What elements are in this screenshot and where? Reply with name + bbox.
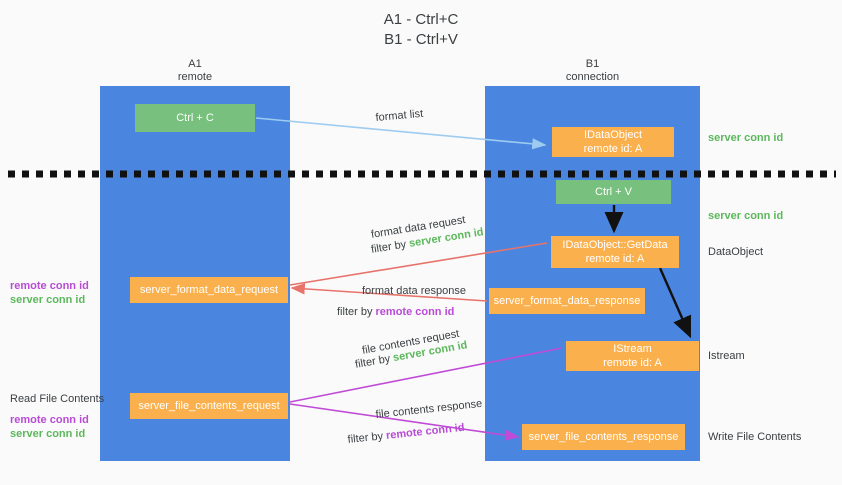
node-server-format-data-request-label: server_format_data_request bbox=[139, 284, 279, 296]
side-label-server-conn-id-middle: server conn id bbox=[708, 210, 784, 222]
node-server-format-data-response-label: server_format_data_response bbox=[493, 295, 641, 307]
column-b1-name: B1 bbox=[585, 58, 600, 70]
column-b1-role: connection bbox=[565, 71, 620, 83]
node-server-format-data-response[interactable]: server_format_data_response bbox=[489, 288, 645, 314]
node-getdata-line-2: remote id: A bbox=[585, 253, 645, 265]
node-server-file-contents-request[interactable]: server_file_contents_request bbox=[130, 393, 288, 419]
side-label-istream: Istream bbox=[708, 350, 745, 362]
edge-label-file-contents-response: file contents response bbox=[375, 397, 483, 421]
node-ctrl-c[interactable]: Ctrl + C bbox=[135, 104, 255, 132]
node-idataobject-line-1: IDataObject bbox=[583, 129, 643, 141]
node-getdata-line-1: IDataObject::GetData bbox=[562, 239, 668, 251]
node-server-file-contents-response-label: server_file_contents_response bbox=[528, 431, 679, 443]
node-istream[interactable]: IStream remote id: A bbox=[566, 341, 699, 371]
remote-conn-id-keyword-2: remote conn id bbox=[385, 421, 466, 442]
side-label-server-conn-id-top: server conn id bbox=[708, 132, 784, 144]
node-server-file-contents-request-label: server_file_contents_request bbox=[138, 400, 280, 412]
side-label-dataobject: DataObject bbox=[708, 246, 764, 258]
side-label-write-file-contents: Write File Contents bbox=[708, 431, 802, 443]
node-server-format-data-request[interactable]: server_format_data_request bbox=[130, 277, 288, 303]
node-ctrl-v-label: Ctrl + V bbox=[595, 186, 632, 198]
filter-by-text-3: filter by bbox=[354, 352, 395, 371]
column-header-a1: A1 remote bbox=[100, 58, 290, 84]
column-a1-name: A1 bbox=[188, 58, 202, 70]
side-label-read-file-contents: Read File Contents bbox=[10, 393, 105, 405]
node-ctrl-c-label: Ctrl + C bbox=[176, 112, 214, 124]
node-idataobject[interactable]: IDataObject remote id: A bbox=[552, 127, 674, 157]
edge-label-format-data-response-filter: filter by remote conn id bbox=[337, 305, 454, 320]
node-istream-line-1: IStream bbox=[613, 343, 652, 355]
side-label-remote-conn-id-upper: remote conn id bbox=[10, 280, 89, 292]
edge-label-format-list: format list bbox=[375, 107, 424, 124]
title-line-2: B1 - Ctrl+V bbox=[384, 31, 458, 48]
remote-conn-id-keyword-1: remote conn id bbox=[375, 306, 455, 318]
edge-label-format-data-response: format data response bbox=[362, 285, 466, 297]
column-a1-role: remote bbox=[177, 71, 213, 83]
filter-by-text-4: filter by bbox=[347, 429, 387, 446]
column-header-b1: B1 connection bbox=[485, 58, 700, 84]
node-ctrl-v[interactable]: Ctrl + V bbox=[556, 180, 671, 204]
node-idataobject-line-2: remote id: A bbox=[583, 143, 643, 155]
node-idataobject-getdata[interactable]: IDataObject::GetData remote id: A bbox=[551, 236, 679, 268]
diagram-title: A1 - Ctrl+C B1 - Ctrl+V bbox=[0, 10, 842, 50]
node-istream-line-2: remote id: A bbox=[603, 357, 662, 369]
node-server-file-contents-response[interactable]: server_file_contents_response bbox=[522, 424, 685, 450]
title-line-1: A1 - Ctrl+C bbox=[383, 11, 459, 28]
edge-label-file-contents-response-filter: filter by remote conn id bbox=[347, 421, 465, 448]
side-label-server-conn-id-lower: server conn id bbox=[10, 428, 86, 440]
filter-by-text-2: filter by bbox=[337, 306, 376, 318]
side-label-server-conn-id-upper: server conn id bbox=[10, 294, 86, 306]
side-label-remote-conn-id-lower: remote conn id bbox=[10, 414, 89, 426]
